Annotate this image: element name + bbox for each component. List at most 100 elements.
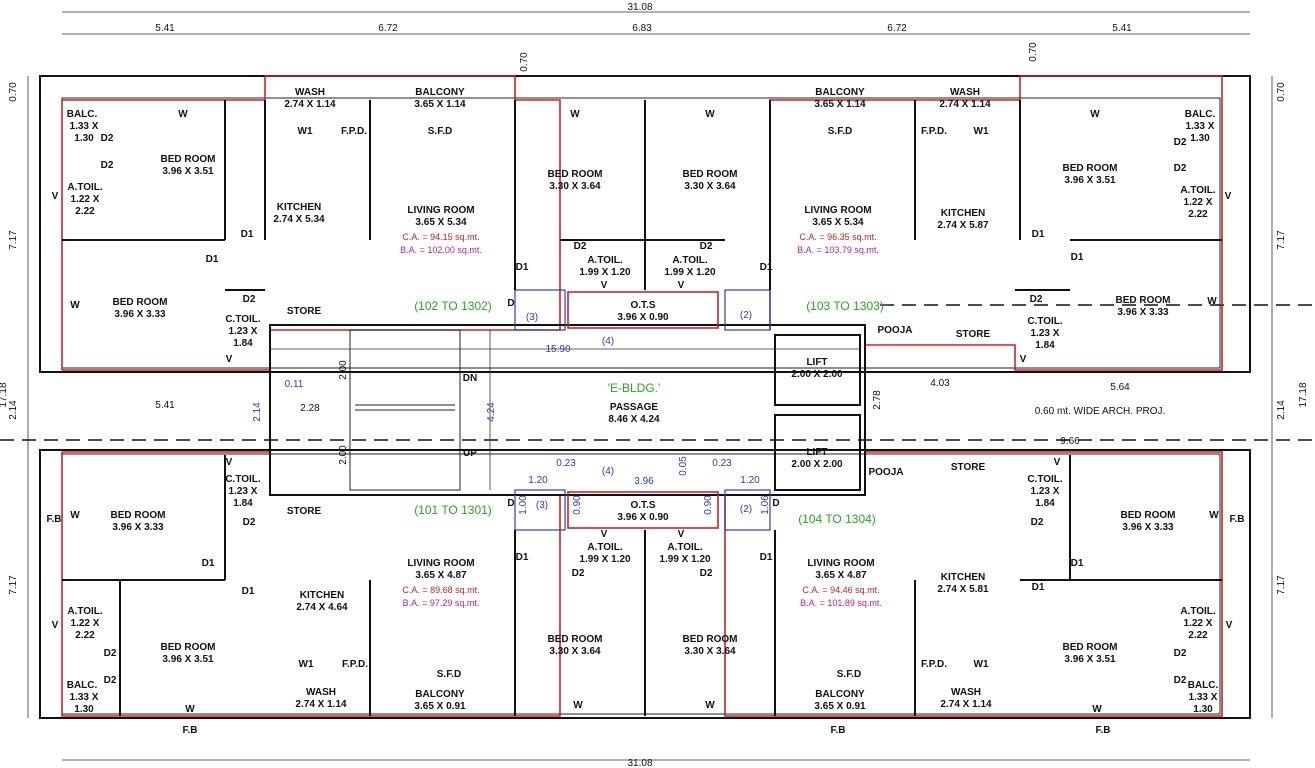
- balcony-label: BALCONY: [415, 87, 465, 98]
- ots-wall-dim: 0.23: [712, 458, 732, 469]
- living-label: LIVING ROOM: [407, 558, 474, 569]
- vent-tag: V: [52, 620, 59, 631]
- kitchen-label: KITCHEN: [941, 572, 985, 583]
- atoil-dim: 1.99 X 1.20: [579, 554, 631, 565]
- door-tag: S.F.D: [428, 126, 452, 137]
- wash-dim: 2.74 X 1.14: [295, 699, 347, 710]
- left-mid-gap-dim: 2.14: [252, 402, 263, 422]
- door-tag: F.P.D.: [342, 659, 368, 670]
- bedroom-dim: 3.96 X 3.33: [114, 309, 166, 320]
- ctoil-label: C.TOIL.: [1027, 316, 1063, 327]
- wash-dim: 2.74 X 1.14: [940, 699, 992, 710]
- kitchen-label: KITCHEN: [941, 208, 985, 219]
- arch-note: 0.60 mt. WIDE ARCH. PROJ.: [1035, 406, 1166, 417]
- balc-dim-b: 1.30: [1190, 133, 1210, 144]
- door-tag: D2: [243, 294, 256, 305]
- ots-gap-dim: 0.05: [678, 456, 689, 476]
- duct-tag-4: (4): [602, 336, 614, 347]
- bedroom-label: BED ROOM: [1063, 642, 1118, 653]
- balcony-dim: 3.65 X 1.14: [814, 99, 866, 110]
- ctoil-dim-b: 1.84: [233, 498, 253, 509]
- passage-width-dim: 4.24: [486, 402, 497, 422]
- fb-label: F.B: [1230, 514, 1245, 525]
- balcony-proj-dim: 0.70: [519, 52, 530, 72]
- door-tag: D: [772, 498, 779, 509]
- atoil-label: A.TOIL.: [67, 606, 103, 617]
- ctoil-dim-a: 1.23 X: [229, 486, 258, 497]
- living-label: LIVING ROOM: [807, 558, 874, 569]
- window-tag: W: [570, 109, 580, 120]
- door-tag: D1: [1032, 582, 1045, 593]
- balc-dim-b: 1.30: [74, 133, 94, 144]
- right-mid-dim: 2.14: [1276, 400, 1287, 420]
- left-top-dim: 7.17: [8, 230, 19, 250]
- door-tag: S.F.D: [828, 126, 852, 137]
- balc-label: BALC.: [1185, 109, 1216, 120]
- wash-label: WASH: [306, 687, 336, 698]
- atoil-dim-b: 2.22: [1188, 630, 1208, 641]
- window-tag: W: [185, 704, 195, 715]
- door-tag: D1: [760, 552, 773, 563]
- gap-dim: 0.11: [285, 379, 304, 390]
- door-tag: D2: [1030, 294, 1043, 305]
- window-tag: W: [1090, 109, 1100, 120]
- living-dim: 3.65 X 5.34: [812, 217, 864, 228]
- passage-dim: 8.46 X 4.24: [608, 414, 660, 425]
- balcony-dim: 3.65 X 0.91: [814, 701, 866, 712]
- window-tag: W1: [299, 659, 314, 670]
- door-tag: D1: [241, 229, 254, 240]
- duct-tag-3: (3): [526, 312, 538, 323]
- bedroom-label: BED ROOM: [1063, 163, 1118, 174]
- staircase: [349, 329, 461, 491]
- ots-length-dim: 3.96: [634, 476, 654, 487]
- atoil-label: A.TOIL.: [1180, 185, 1216, 196]
- atoil-dim-b: 2.22: [1188, 209, 1208, 220]
- door-tag: D2: [1174, 163, 1187, 174]
- ctoil-dim-a: 1.23 X: [229, 326, 258, 337]
- door-tag: D2: [243, 517, 256, 528]
- built-area: B.A. = 103.79 sq.mt.: [797, 245, 879, 255]
- stair-dim-lower: 2.00: [338, 445, 349, 465]
- living-label: LIVING ROOM: [804, 205, 871, 216]
- wash-dim: 2.74 X 1.14: [284, 99, 336, 110]
- right-arch-dim: 5.64: [1110, 382, 1130, 393]
- balc-label: BALC.: [1188, 680, 1219, 691]
- left-total-dim: 17.18: [0, 382, 9, 407]
- atoil-dim-a: 1.22 X: [1184, 618, 1213, 629]
- ctoil-label: C.TOIL.: [225, 314, 261, 325]
- bedroom-dim: 3.96 X 3.33: [112, 522, 164, 533]
- balc-dim-b: 1.30: [1193, 704, 1213, 715]
- door-tag: F.P.D.: [921, 126, 947, 137]
- ots-depth-dim: 0.90: [703, 495, 714, 515]
- top-width-label: 31.08: [627, 2, 652, 13]
- door-tag: D2: [572, 568, 585, 579]
- atoil-label: A.TOIL.: [587, 542, 623, 553]
- bedroom-label: BED ROOM: [113, 297, 168, 308]
- balc-label: BALC.: [67, 109, 98, 120]
- pooja-label: POOJA: [868, 467, 903, 478]
- door-tag: F.P.D.: [921, 659, 947, 670]
- balcony-proj-dim: 0.70: [1028, 42, 1039, 62]
- ctoil-dim-b: 1.84: [233, 338, 253, 349]
- atoil-dim-a: 1.22 X: [71, 194, 100, 205]
- kitchen-dim: 2.74 X 5.34: [273, 214, 325, 225]
- door-tag: S.F.D: [437, 669, 461, 680]
- kitchen-dim: 2.74 X 5.87: [937, 220, 989, 231]
- unit-number: (101 TO 1301): [414, 503, 492, 517]
- bedroom-dim: 3.96 X 3.33: [1117, 307, 1169, 318]
- carpet-area: C.A. = 96.35 sq.mt.: [799, 232, 876, 242]
- bedroom-label: BED ROOM: [1116, 295, 1171, 306]
- door-tag: D: [507, 298, 514, 309]
- door-tag: D2: [101, 160, 114, 171]
- door-tag: D1: [206, 254, 219, 265]
- door-tag: D1: [516, 262, 529, 273]
- atoil-label: A.TOIL.: [667, 542, 703, 553]
- duct-tag-2: (2): [740, 504, 752, 515]
- right-span-dim: 9.66: [1060, 436, 1080, 447]
- passage-label: PASSAGE: [610, 402, 658, 413]
- kitchen-label: KITCHEN: [300, 590, 344, 601]
- bedroom-dim: 3.30 X 3.64: [549, 181, 601, 192]
- door-tag: D1: [242, 586, 255, 597]
- ots-depth-dim: 0.90: [572, 495, 583, 515]
- kitchen-dim: 2.74 X 5.81: [937, 584, 989, 595]
